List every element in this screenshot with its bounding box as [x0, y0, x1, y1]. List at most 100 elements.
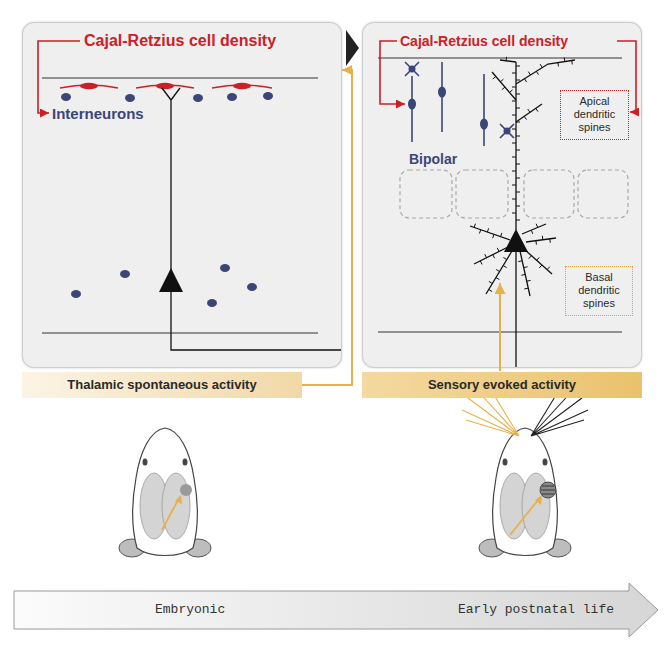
dendritic-spine — [527, 280, 531, 282]
dendritic-spine — [516, 108, 520, 109]
dendritic-spine — [516, 150, 520, 151]
panel-heading: Cajal-Retzius cell density — [84, 32, 276, 50]
dendritic-spine — [512, 129, 516, 130]
mouse-head-icon — [183, 459, 188, 466]
activity-bar: Sensory evoked activity — [362, 372, 642, 398]
activity-label: Thalamic spontaneous activity — [67, 377, 256, 393]
dendrite — [526, 238, 556, 242]
multipolar-interneuron — [405, 62, 419, 76]
dendritic-spine — [536, 108, 538, 111]
pyramidal-neuron — [171, 292, 341, 350]
dendrite — [520, 251, 530, 296]
cr-to-bipolar-arrow — [380, 41, 405, 104]
dendrite — [500, 60, 516, 62]
interneuron-dot — [220, 264, 230, 272]
multipolar-interneuron — [409, 66, 416, 73]
interneuron-dot — [193, 94, 203, 102]
cajal-retzius-cell — [80, 83, 98, 89]
dendritic-spine — [512, 101, 516, 102]
callout-label: Basal dendritic spines — [569, 271, 629, 311]
thalamocortical-mini-arrow — [180, 484, 192, 496]
pyramidal-neuron — [162, 88, 180, 270]
dendritic-spine — [516, 80, 520, 81]
bipolar-interneuron — [408, 99, 416, 110]
callout-label: Apical dendritic spines — [564, 95, 625, 135]
dendritic-spine — [535, 241, 537, 245]
white-matter-border — [42, 333, 318, 334]
cajal-retzius-cell — [233, 83, 251, 89]
dendritic-spine — [524, 266, 528, 268]
cr-to-interneuron-arrow — [38, 41, 80, 113]
dendritic-spine — [489, 290, 492, 292]
dendritic-spine — [503, 266, 506, 268]
timeline-label: Early postnatal life — [458, 603, 614, 618]
barrel-outline — [400, 170, 452, 218]
dendritic-spine — [537, 257, 540, 260]
mouse-head-icon — [479, 428, 571, 557]
dendritic-spine — [489, 281, 492, 283]
pyramidal-neuron — [515, 252, 516, 367]
dendritic-spine — [518, 260, 522, 262]
bipolar-interneuron — [483, 74, 485, 146]
dendritic-spine — [524, 79, 526, 82]
barrel-cortex-mark — [510, 500, 538, 535]
mouse-head-icon — [143, 459, 148, 466]
dendrite — [524, 249, 552, 274]
dendritic-spine — [512, 185, 516, 186]
interneuron-dot — [61, 93, 71, 101]
barrel-outline — [456, 170, 508, 218]
dendritic-spine — [479, 230, 480, 234]
spine-callout-box: Basal dendritic spines — [565, 266, 633, 316]
dendritic-spine — [512, 199, 516, 200]
multipolar-interneuron — [504, 128, 511, 135]
bipolar-interneuron — [438, 87, 446, 98]
dendritic-spine — [524, 116, 526, 119]
dendritic-spine — [509, 90, 512, 93]
dendrite — [516, 104, 542, 122]
timeline-label: Embryonic — [155, 603, 225, 618]
dendritic-spine — [502, 87, 505, 90]
dendritic-spine — [516, 178, 520, 179]
dendritic-spine — [487, 228, 488, 232]
interneuron-dot — [71, 290, 81, 298]
mouse-head-icon — [133, 428, 198, 556]
dendrite — [516, 60, 575, 84]
barrel-outline — [578, 170, 628, 218]
dendritic-spine — [521, 274, 525, 276]
interneuron-dot — [61, 92, 273, 307]
embryonic-panel: Cajal-Retzius cell densityInterneurons — [22, 22, 342, 368]
dendritic-spine — [547, 267, 550, 270]
dendritic-spine — [542, 236, 544, 240]
timeline-arrow-shape — [14, 583, 658, 637]
multipolar-interneuron — [500, 124, 514, 138]
dendritic-spine — [516, 94, 520, 95]
dendritic-spine — [496, 278, 499, 280]
dendritic-spine — [524, 288, 528, 290]
multipolar-interneuron — [405, 62, 514, 138]
cell-type-label: Interneurons — [52, 105, 144, 122]
dendritic-spine — [531, 230, 533, 234]
dendritic-spine — [571, 60, 573, 64]
pyramidal-neuron — [159, 88, 341, 350]
dendrite — [470, 226, 510, 240]
barrel-outline — [524, 170, 574, 218]
embryonic-cortex-illustration — [38, 41, 341, 350]
dendritic-spine — [501, 233, 502, 237]
interneuron-dot — [120, 270, 130, 278]
sensory-input-arrow — [499, 283, 501, 371]
dendritic-spine — [496, 269, 499, 271]
dendritic-spine — [512, 115, 516, 116]
embryonic-cortex-illustration — [22, 22, 342, 368]
spine-callout-box: Apical dendritic spines — [560, 90, 629, 140]
bipolar-interneuron — [480, 119, 488, 130]
dendritic-spine — [503, 257, 506, 259]
dendritic-spine — [512, 143, 516, 144]
dendritic-spine — [528, 72, 530, 75]
thalamocortical-mini-arrow — [175, 495, 182, 504]
dendritic-spine — [500, 79, 503, 82]
dendritic-spine — [493, 255, 495, 259]
dendritic-spine — [516, 136, 520, 137]
interneuron-dot — [227, 93, 237, 101]
barrel-cortex-mark — [541, 486, 555, 494]
mouse-head-icon — [119, 428, 211, 557]
